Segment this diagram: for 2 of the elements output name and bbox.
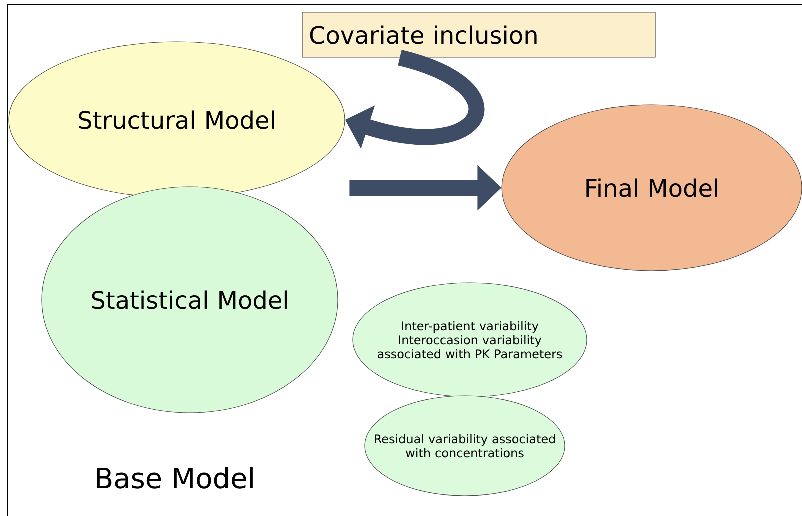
diagram-label: Base Model <box>97 467 253 489</box>
label-box: Covariate inclusion <box>302 12 656 58</box>
